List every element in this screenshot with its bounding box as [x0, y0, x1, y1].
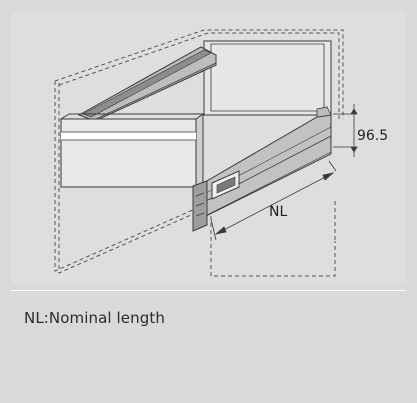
drawer-right-side: [192, 106, 332, 217]
drawer-diagram: 96.5 NL: [11, 11, 406, 284]
cabinet-outline: [54, 29, 344, 277]
height-dimension: [333, 104, 358, 157]
drawer-illustration: 96.5 NL: [54, 29, 388, 277]
panel-divider: [11, 290, 406, 291]
height-dimension-label: 96.5: [357, 128, 388, 144]
drawer-front-panel: [60, 113, 204, 188]
length-dimension: [210, 160, 337, 241]
caption-text: NL:Nominal length: [24, 309, 165, 327]
drawer-left-side: [77, 46, 217, 122]
front-bracket: [192, 170, 240, 232]
length-dimension-label: NL: [269, 204, 287, 220]
caption-panel: [11, 291, 406, 391]
drawer-back-panel: [203, 40, 332, 116]
